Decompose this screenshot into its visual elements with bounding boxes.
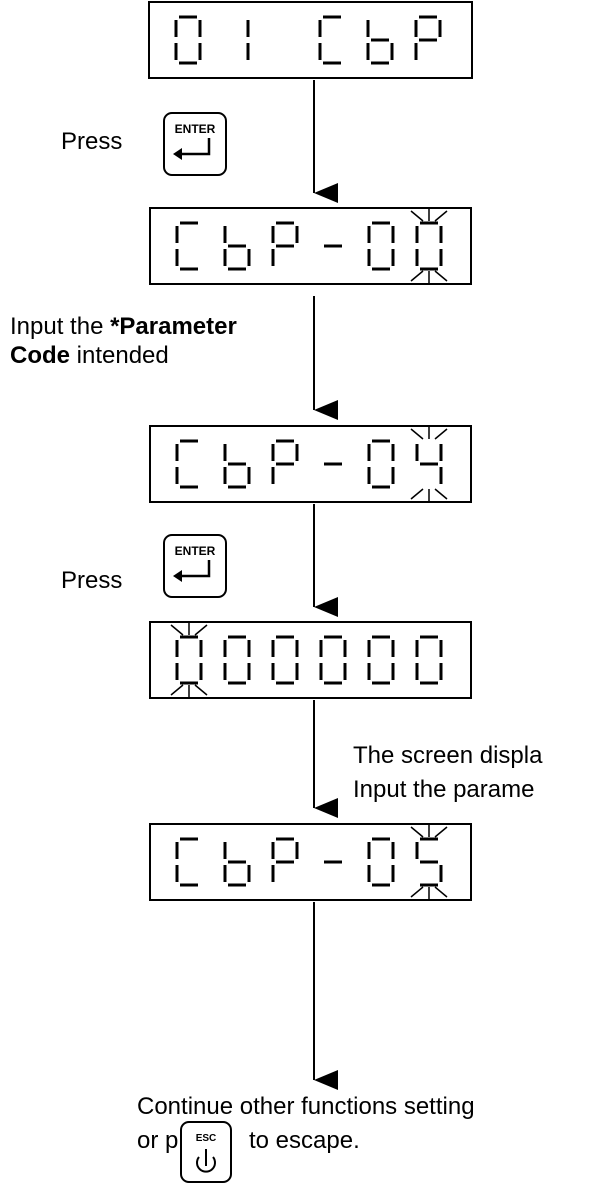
seven-segment-digits [174, 15, 443, 887]
lcd-digit-4 [415, 444, 443, 484]
blink-ray [194, 624, 208, 636]
continue-text: Continue other functions setting [137, 1093, 475, 1120]
blink-ray [434, 210, 448, 222]
lcd-digit-0 [223, 635, 251, 685]
press-label-1: Press [61, 128, 123, 155]
instruction-bold-code: Code [10, 341, 70, 369]
blink-indicator-display-2 [410, 209, 448, 283]
lcd-digit-0 [174, 15, 202, 65]
return-arrow-icon [173, 138, 211, 160]
lcd-digit-P [271, 837, 299, 882]
instruction-bold-parameter: *Parameter [110, 313, 237, 340]
lcd-digit-P [414, 15, 442, 60]
lcd-digit-0 [367, 635, 395, 685]
lcd-digit-b [366, 20, 394, 65]
return-arrow-icon [173, 560, 211, 582]
lcd-digit-C [175, 221, 198, 271]
lcd-digit-0 [415, 635, 443, 685]
instruction-prefix: Input the [10, 313, 111, 340]
display-box-5 [149, 823, 472, 901]
blink-ray [410, 428, 424, 440]
lcd-digit-0 [367, 439, 395, 489]
lcd-digit-P [271, 221, 299, 266]
lcd-digit-b [223, 444, 251, 489]
lcd-digit-P [271, 439, 299, 484]
blink-ray [410, 886, 424, 898]
display-box-2 [149, 207, 472, 285]
lcd-digit-0 [271, 635, 299, 685]
blink-ray [170, 684, 184, 696]
power-icon [196, 1149, 216, 1173]
blink-ray [194, 684, 208, 696]
enter-key-2[interactable]: ENTER [163, 534, 227, 598]
screen-display-text-1: The screen displa [353, 742, 543, 769]
blink-indicators [170, 209, 448, 899]
parameter-code-instruction: Input the *Parameter Code intended [10, 313, 310, 371]
blink-ray [170, 624, 184, 636]
enter-key-1[interactable]: ENTER [163, 112, 227, 176]
blink-indicator-display-5 [410, 825, 448, 899]
lcd-digit-C [175, 439, 198, 489]
blink-indicator-display-4 [170, 623, 208, 697]
lcd-digit-0 [319, 635, 347, 685]
blink-ray [434, 826, 448, 838]
lcd-digit-0 [367, 221, 395, 271]
blink-ray [410, 488, 424, 500]
screen-display-text-2: Input the parame [353, 776, 535, 803]
enter-key-label: ENTER [174, 544, 216, 558]
lcd-digit-C [318, 15, 341, 65]
to-escape-text: to escape. [249, 1127, 360, 1154]
blink-indicator-display-3 [410, 427, 448, 501]
lcd-digit-b [223, 226, 251, 271]
blink-ray [434, 428, 448, 440]
display-box-3 [149, 425, 472, 503]
display-box-4 [149, 621, 472, 699]
blink-ray [434, 270, 448, 282]
blink-ray [410, 270, 424, 282]
instruction-suffix: intended [70, 341, 169, 369]
blink-ray [410, 826, 424, 838]
display-box-1 [148, 1, 473, 79]
lcd-digit-b [223, 842, 251, 887]
esc-key[interactable]: ESC [180, 1121, 232, 1183]
lcd-digit-0 [367, 837, 395, 887]
lcd-digit-0 [175, 635, 203, 685]
esc-key-label: ESC [195, 1133, 217, 1144]
blink-ray [434, 488, 448, 500]
lcd-digit-C [175, 837, 198, 887]
blink-ray [434, 886, 448, 898]
blink-ray [410, 210, 424, 222]
enter-key-label: ENTER [174, 122, 216, 136]
lcd-digit-5 [415, 837, 443, 887]
press-label-2: Press [61, 567, 123, 594]
lcd-digit-0 [415, 221, 443, 271]
